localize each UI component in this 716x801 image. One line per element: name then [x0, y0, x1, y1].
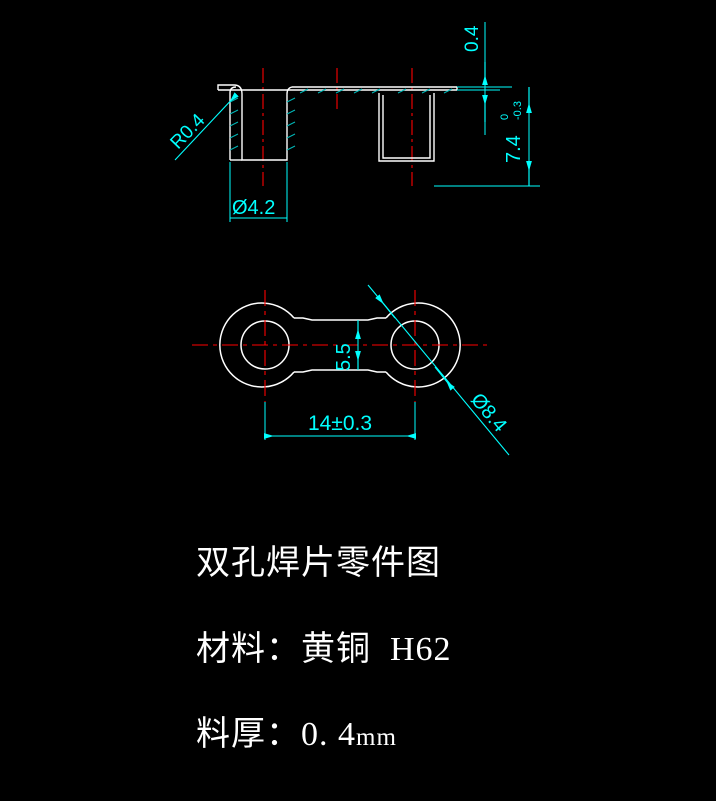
- r04-leader-line: [174, 92, 239, 161]
- right-collar-inner: [382, 95, 431, 159]
- plan-centerlines: [192, 290, 490, 402]
- cad-drawing-canvas: R0.4 Ø4.2 0.4: [166, 22, 540, 754]
- thickness-value: 0. 4: [301, 716, 356, 754]
- dim-hole-diameter: Ø4.2: [229, 162, 288, 222]
- hole-spacing-label: 14±0.3: [308, 412, 372, 435]
- section-centerlines: [262, 68, 413, 186]
- waist-top-edge: [294, 317, 386, 321]
- dim-waist-width: 5.5: [333, 320, 361, 371]
- dim-boss-diameter: Ø8.4: [367, 284, 511, 456]
- height-tol-upper-label: 0: [499, 114, 511, 120]
- height-value-label: 7.4: [503, 135, 525, 163]
- radius-callout-r04: R0.4: [166, 92, 239, 161]
- boss-dia-arrow-top: [375, 294, 396, 319]
- material-value: 黄铜 H62: [301, 630, 452, 668]
- hole-diameter-label: Ø4.2: [232, 197, 275, 219]
- right-collar-outer: [378, 93, 435, 162]
- title-block: 双孔焊片零件图 材料：黄铜 H62 料厚：0. 4mm: [196, 506, 656, 801]
- r04-label: R0.4: [166, 110, 209, 154]
- cad-vector-graphics: R0.4 Ø4.2 0.4: [166, 22, 540, 456]
- dim-overall-height: 7.4 0 -0.3: [434, 87, 540, 187]
- left-flange-top: [217, 84, 234, 90]
- dim-hole-spacing: 14±0.3: [264, 402, 416, 440]
- left-collar-outer-fillet: [229, 86, 237, 94]
- waist-bottom-edge: [294, 369, 386, 373]
- section-view-geometry: R0.4 Ø4.2 0.4: [166, 22, 540, 222]
- left-collar-profile: [233, 84, 457, 161]
- thickness-label: 0.4: [462, 25, 483, 52]
- waist-width-label: 5.5: [333, 343, 355, 371]
- boss-diameter-label: Ø8.4: [466, 389, 511, 436]
- left-boss-outline: [219, 302, 295, 388]
- dim-material-thickness: 0.4: [457, 22, 512, 135]
- drawing-title: 双孔焊片零件图: [196, 544, 441, 582]
- plan-view-geometry: 5.5 14±0.3 Ø8.4: [192, 284, 511, 456]
- thickness-label-cn: 料厚：: [196, 716, 301, 754]
- thickness-line: 料厚：0. 4mm: [196, 715, 656, 755]
- material-label: 材料：: [196, 630, 301, 668]
- material-line: 材料：黄铜 H62: [196, 630, 656, 670]
- boss-dia-arrow-bottom: [434, 366, 455, 391]
- height-tol-lower-label: -0.3: [512, 101, 524, 120]
- right-boss-outline: [385, 302, 461, 388]
- thickness-unit: mm: [356, 724, 397, 752]
